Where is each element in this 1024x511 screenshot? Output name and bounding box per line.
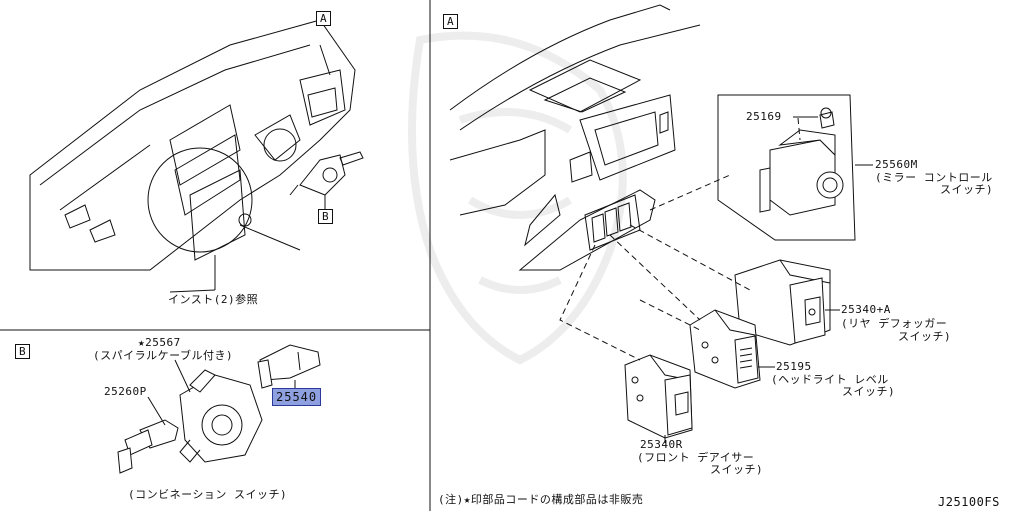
rear-defogger-switch-drawing [734,259,831,346]
mirror-control-desc-1: (ミラー コントロール [875,171,993,184]
headlight-level-desc-1: (ヘッドライト レベル [771,373,889,386]
headlight-level-switch-drawing [689,309,761,389]
section-tag-dash-overview: A [316,11,331,26]
section-tag-detail-panel: A [443,14,458,29]
watermark-emblem [408,31,627,365]
front-deicer-switch-drawing [624,354,693,439]
part-number-25340a: 25340+A [841,303,891,316]
part-number-25195: 25195 [776,360,812,373]
part-number-25540-highlighted[interactable]: 25540 [272,388,322,406]
spiral-cable-desc: (スパイラルケーブル付き) [93,349,234,362]
headlight-level-desc-2: スイッチ) [842,385,896,398]
front-deicer-desc-1: (フロント デアイサー [637,451,755,464]
dashboard-overview [29,19,364,293]
part-number-25560m: 25560M [875,158,918,171]
front-deicer-desc-2: スイッチ) [710,463,764,476]
mirror-control-switch-drawing [717,94,856,241]
console-detail [449,4,701,271]
section-tag-combination-panel: B [15,344,30,359]
rear-defogger-desc-1: (リヤ デフォッガー [841,317,948,330]
instrument-reference-label: インスト(2)参照 [168,293,259,306]
non-sale-note: (注)★印部品コードの構成部品は非販売 [438,493,644,506]
mirror-control-desc-2: スイッチ) [940,183,994,196]
part-number-25260p: 25260P [104,385,147,398]
combination-switch-drawing [117,344,321,474]
section-tag-switch-zoom: B [318,209,333,224]
rear-defogger-desc-2: スイッチ) [898,330,952,343]
part-number-25169: 25169 [746,110,782,123]
part-number-25340r: 25340R [640,438,683,451]
diagram-code: J25100FS [938,495,1000,509]
part-number-25567: ★25567 [138,336,181,349]
combination-switch-caption: (コンビネーション スイッチ) [128,488,288,501]
leader-lines-right [559,116,873,443]
